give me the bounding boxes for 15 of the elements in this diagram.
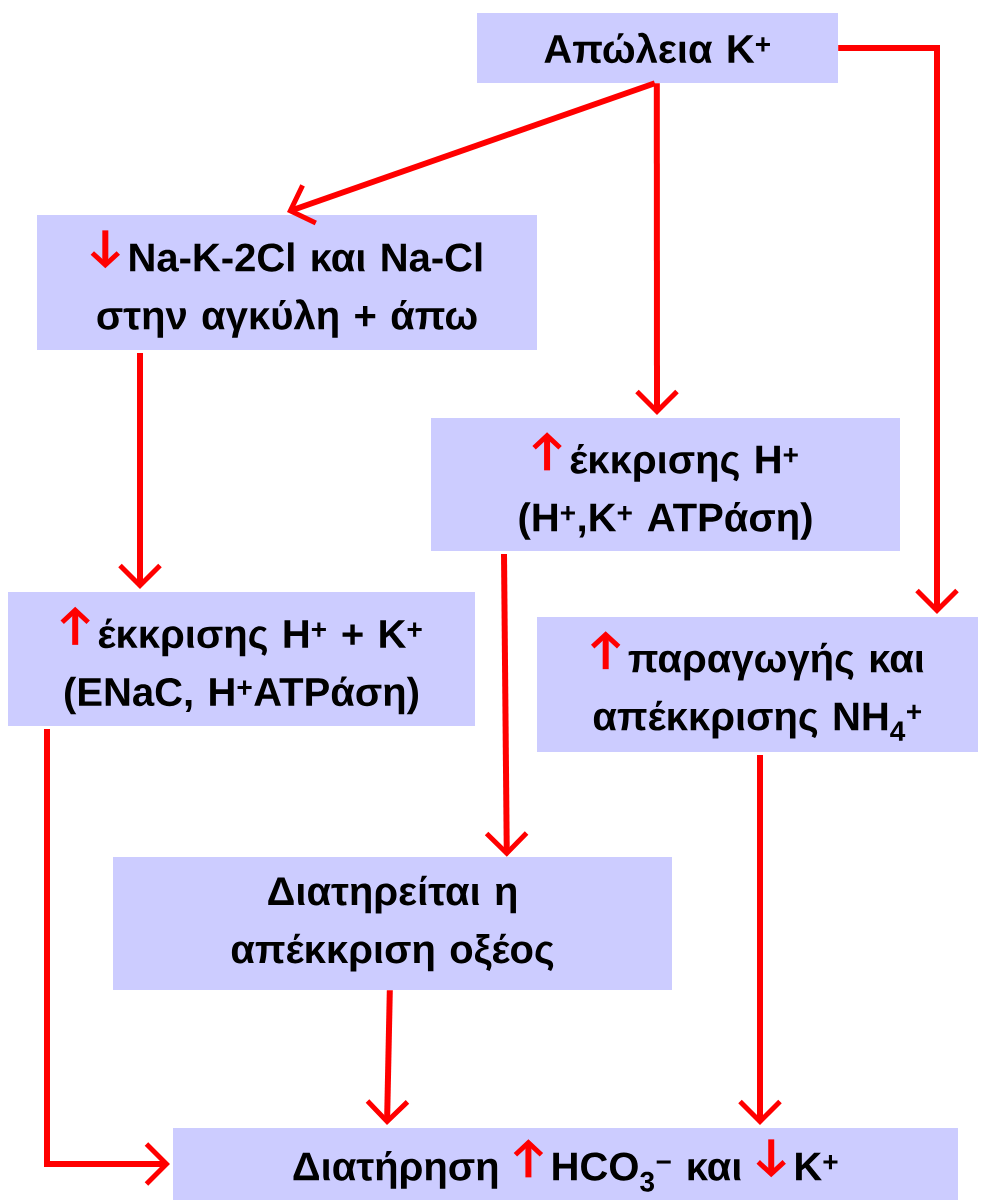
arrow — [287, 80, 656, 226]
arrow — [838, 45, 959, 614]
process-box: έκκρισης H$^{+}$ (H$^{+}$,K$^{+}$ ATPάση) — [431, 418, 900, 551]
process-box: Na-K-2Cl και Na-Cl στην αγκύλη + άπω — [37, 215, 537, 350]
arrow — [118, 353, 162, 589]
arrow — [484, 554, 529, 857]
arrow — [635, 83, 679, 415]
process-box: Διατήρηση HCO$_{3}$$^{−}$ και K$^{+}$ — [173, 1128, 958, 1200]
arrow — [44, 729, 170, 1186]
process-box: έκκρισης H$^{+}$ + K$^{+}$ (ENaC, H$^{+}$ATPάση) — [8, 592, 475, 726]
arrow — [365, 990, 410, 1125]
process-box: Απώλεια K$^{+}$ — [477, 13, 838, 83]
arrow — [738, 755, 782, 1125]
process-box: Διατηρείται η απέκκριση οξέος — [113, 857, 672, 990]
process-box: παραγωγής και απέκκρισης NH$_{4}$+ — [537, 617, 978, 752]
